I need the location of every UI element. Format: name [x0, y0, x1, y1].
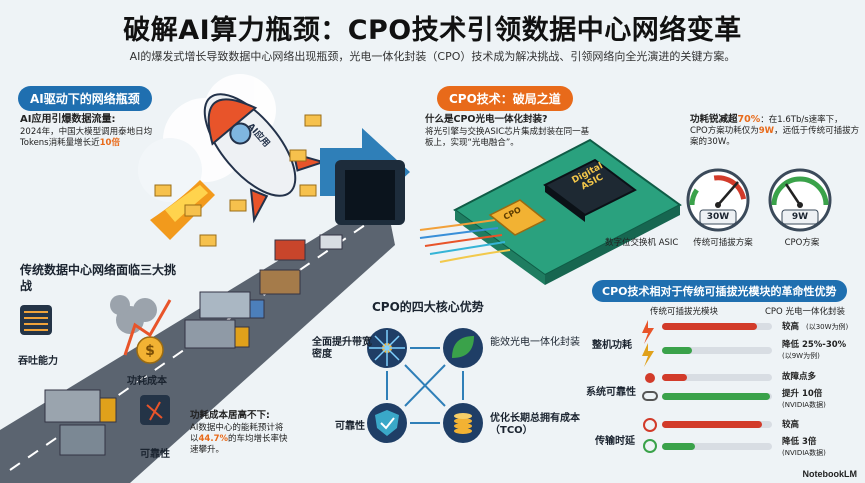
clock-icon	[643, 418, 657, 432]
truck-icons	[44, 234, 343, 456]
gauge-cpo-icon	[768, 168, 832, 232]
compare-title: CPO技术相对于传统可插拔光模块的革命性优势	[592, 280, 847, 302]
lightning-icon	[642, 320, 654, 344]
clock-fast-icon	[643, 439, 657, 453]
compare-col-traditional: 传统可插拔光模块	[650, 307, 719, 317]
gauge-cpo-value: 9W	[791, 212, 809, 222]
svg-text:$: $	[145, 343, 155, 359]
advantage-energy: 能效光电一体化封装	[490, 337, 580, 348]
coins-icon	[443, 403, 483, 443]
chip-caption: 数字位交换机 ASIC	[605, 238, 679, 248]
bandwidth-icon	[367, 328, 407, 368]
bar-reliability-traditional	[662, 374, 772, 381]
throughput-icon	[20, 305, 52, 335]
challenge-throughput-label: 吞吐能力	[18, 356, 58, 367]
advantage-arrows	[386, 347, 464, 424]
compare-power-line1: 较高	[782, 322, 800, 332]
compare-col-cpo: CPO 光电一体化封装	[765, 307, 845, 317]
compare-latency-line1: 较高	[782, 420, 800, 430]
compare-row-label-latency: 传输时延	[595, 436, 635, 447]
compare-power-line1-note: (以30W为例)	[806, 323, 849, 331]
power-cost-body: AI数据中心的能耗预计将以44.7%的车均增长率快速攀升。	[190, 423, 288, 455]
compare-row-label-power: 整机功耗	[592, 340, 632, 351]
rocket-flame	[150, 180, 215, 240]
compare-latency-line2: 降低 3倍	[782, 437, 817, 447]
gauge-traditional-icon	[686, 168, 750, 232]
gauge-traditional-value: 30W	[706, 212, 730, 222]
advantage-reliability: 可靠性	[335, 421, 365, 432]
cpo-definition-body: 将光引擎与交换ASIC芯片集成封装在同一基板上，实现“光电融合”。	[425, 127, 590, 148]
lightning-icon-green	[642, 343, 654, 367]
page-subtitle: AI的爆发式增长导致数据中心网络出现瓶颈，光电一体化封装（CPO）技术成为解决挑…	[129, 50, 736, 63]
traffic-body: 2024年，中国大模型调用泰地日均Tokens消耗量增长近10倍	[20, 127, 153, 148]
cpo-module-icon	[488, 199, 547, 236]
gauge-cpo-label: CPO方案	[784, 238, 820, 248]
compare-latency-line2-note: (NVIDIA数据)	[782, 449, 826, 457]
traffic-heading: AI应用引爆数据流量:	[20, 114, 116, 125]
challenges-title: 传统数据中心网络面临三大挑战	[20, 263, 177, 293]
alert-burst-icon	[645, 373, 655, 383]
power-reduction-text: 功耗锐减超70%：在1.6Tb/s速率下，CPO方案功耗仅为9W，远低于传统可插…	[690, 114, 860, 147]
bar-reliability-cpo	[662, 393, 772, 400]
cpo-definition-heading: 什么是CPO光电一体化封装?	[425, 114, 548, 125]
leaf-energy-icon	[443, 328, 483, 368]
shield-check-icon	[367, 403, 407, 443]
chain-link-icon	[642, 391, 658, 401]
advantage-bandwidth: 全面提升带宽密度	[312, 337, 372, 360]
bar-power-cpo	[662, 347, 772, 354]
section-title-bottleneck: AI驱动下的网络瓶颈	[18, 86, 152, 111]
section-title-solution: CPO技术：破局之道	[437, 86, 573, 111]
dollar-coin-icon: $	[123, 299, 172, 364]
page-title: 破解AI算力瓶颈：CPO技术引领数据中心网络变革	[123, 15, 742, 46]
mail-icons	[154, 114, 322, 247]
rocket-icon	[203, 93, 327, 224]
asic-chip-icon	[543, 158, 637, 222]
bar-latency-cpo	[662, 443, 772, 450]
compare-power-line2-note: (以9W为例)	[782, 352, 820, 360]
bar-latency-traditional	[662, 421, 772, 428]
challenge-power-label: 功耗成本	[127, 376, 167, 387]
power-cost-heading: 功耗成本居高不下:	[190, 410, 270, 421]
advantage-tco: 优化长期总拥有成本（TCO）	[490, 413, 580, 436]
compare-reliability-line2-note: (NVIDIA数据)	[782, 401, 826, 409]
advantages-title: CPO的四大核心优势	[372, 300, 484, 314]
compare-row-label-reliability: 系统可靠性	[586, 387, 636, 398]
compare-reliability-line2: 提升 10倍	[782, 389, 823, 399]
challenge-reliability-label: 可靠性	[140, 449, 170, 460]
brand-watermark: NotebookLM	[802, 469, 858, 479]
optical-fibers	[419, 219, 511, 263]
compare-power-line2: 降低 25%-30%	[782, 340, 847, 350]
bar-power-traditional	[662, 323, 772, 330]
broken-circuit-icon	[140, 395, 170, 425]
gauge-traditional-label: 传统可插拔方案	[693, 238, 753, 248]
compare-reliability-line1: 故障点多	[782, 372, 817, 382]
